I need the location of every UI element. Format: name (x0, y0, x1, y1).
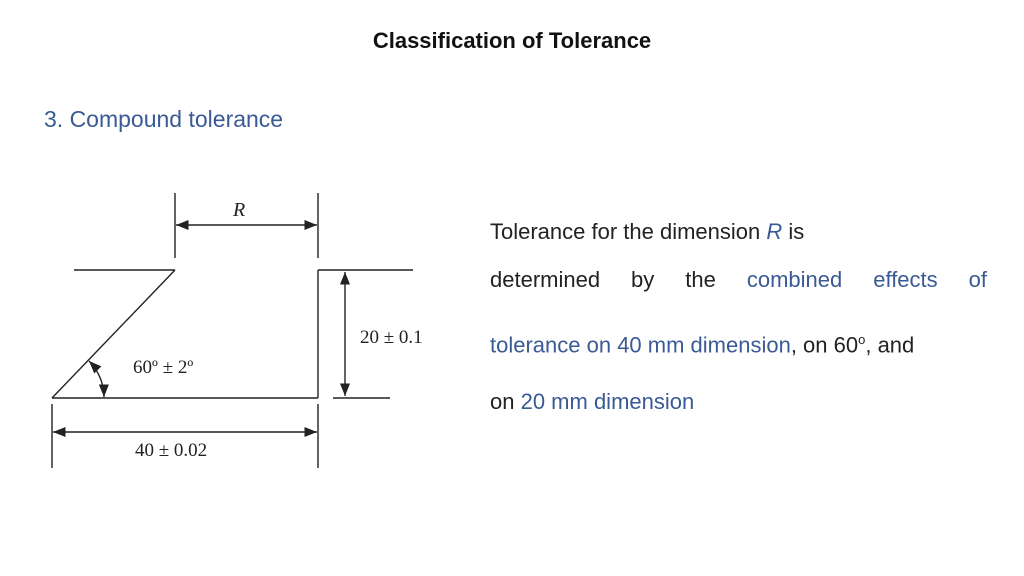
label-bottom-tolerance: 40 ± 0.02 (135, 440, 207, 461)
section-heading: 3. Compound tolerance (44, 106, 284, 132)
page-title: Classification of Tolerance (372, 28, 652, 53)
description-line-1: Tolerance for the dimension R is (490, 219, 805, 244)
description-text: Tolerance for the dimension R is determi… (490, 212, 987, 431)
label-r: R (232, 199, 245, 221)
angle-arc (88, 360, 109, 398)
description-line-2: determined by the combined effects of (490, 267, 987, 292)
label-vertical-tolerance: 20 ± 0.1 (360, 327, 423, 348)
slanted-edge (51, 269, 176, 399)
description-line-4: on 20 mm dimension (490, 389, 695, 414)
label-angle-tolerance: 60º ± 2º (133, 357, 193, 378)
description-line-3: tolerance on 40 mm dimension, on 60o, an… (490, 332, 915, 358)
